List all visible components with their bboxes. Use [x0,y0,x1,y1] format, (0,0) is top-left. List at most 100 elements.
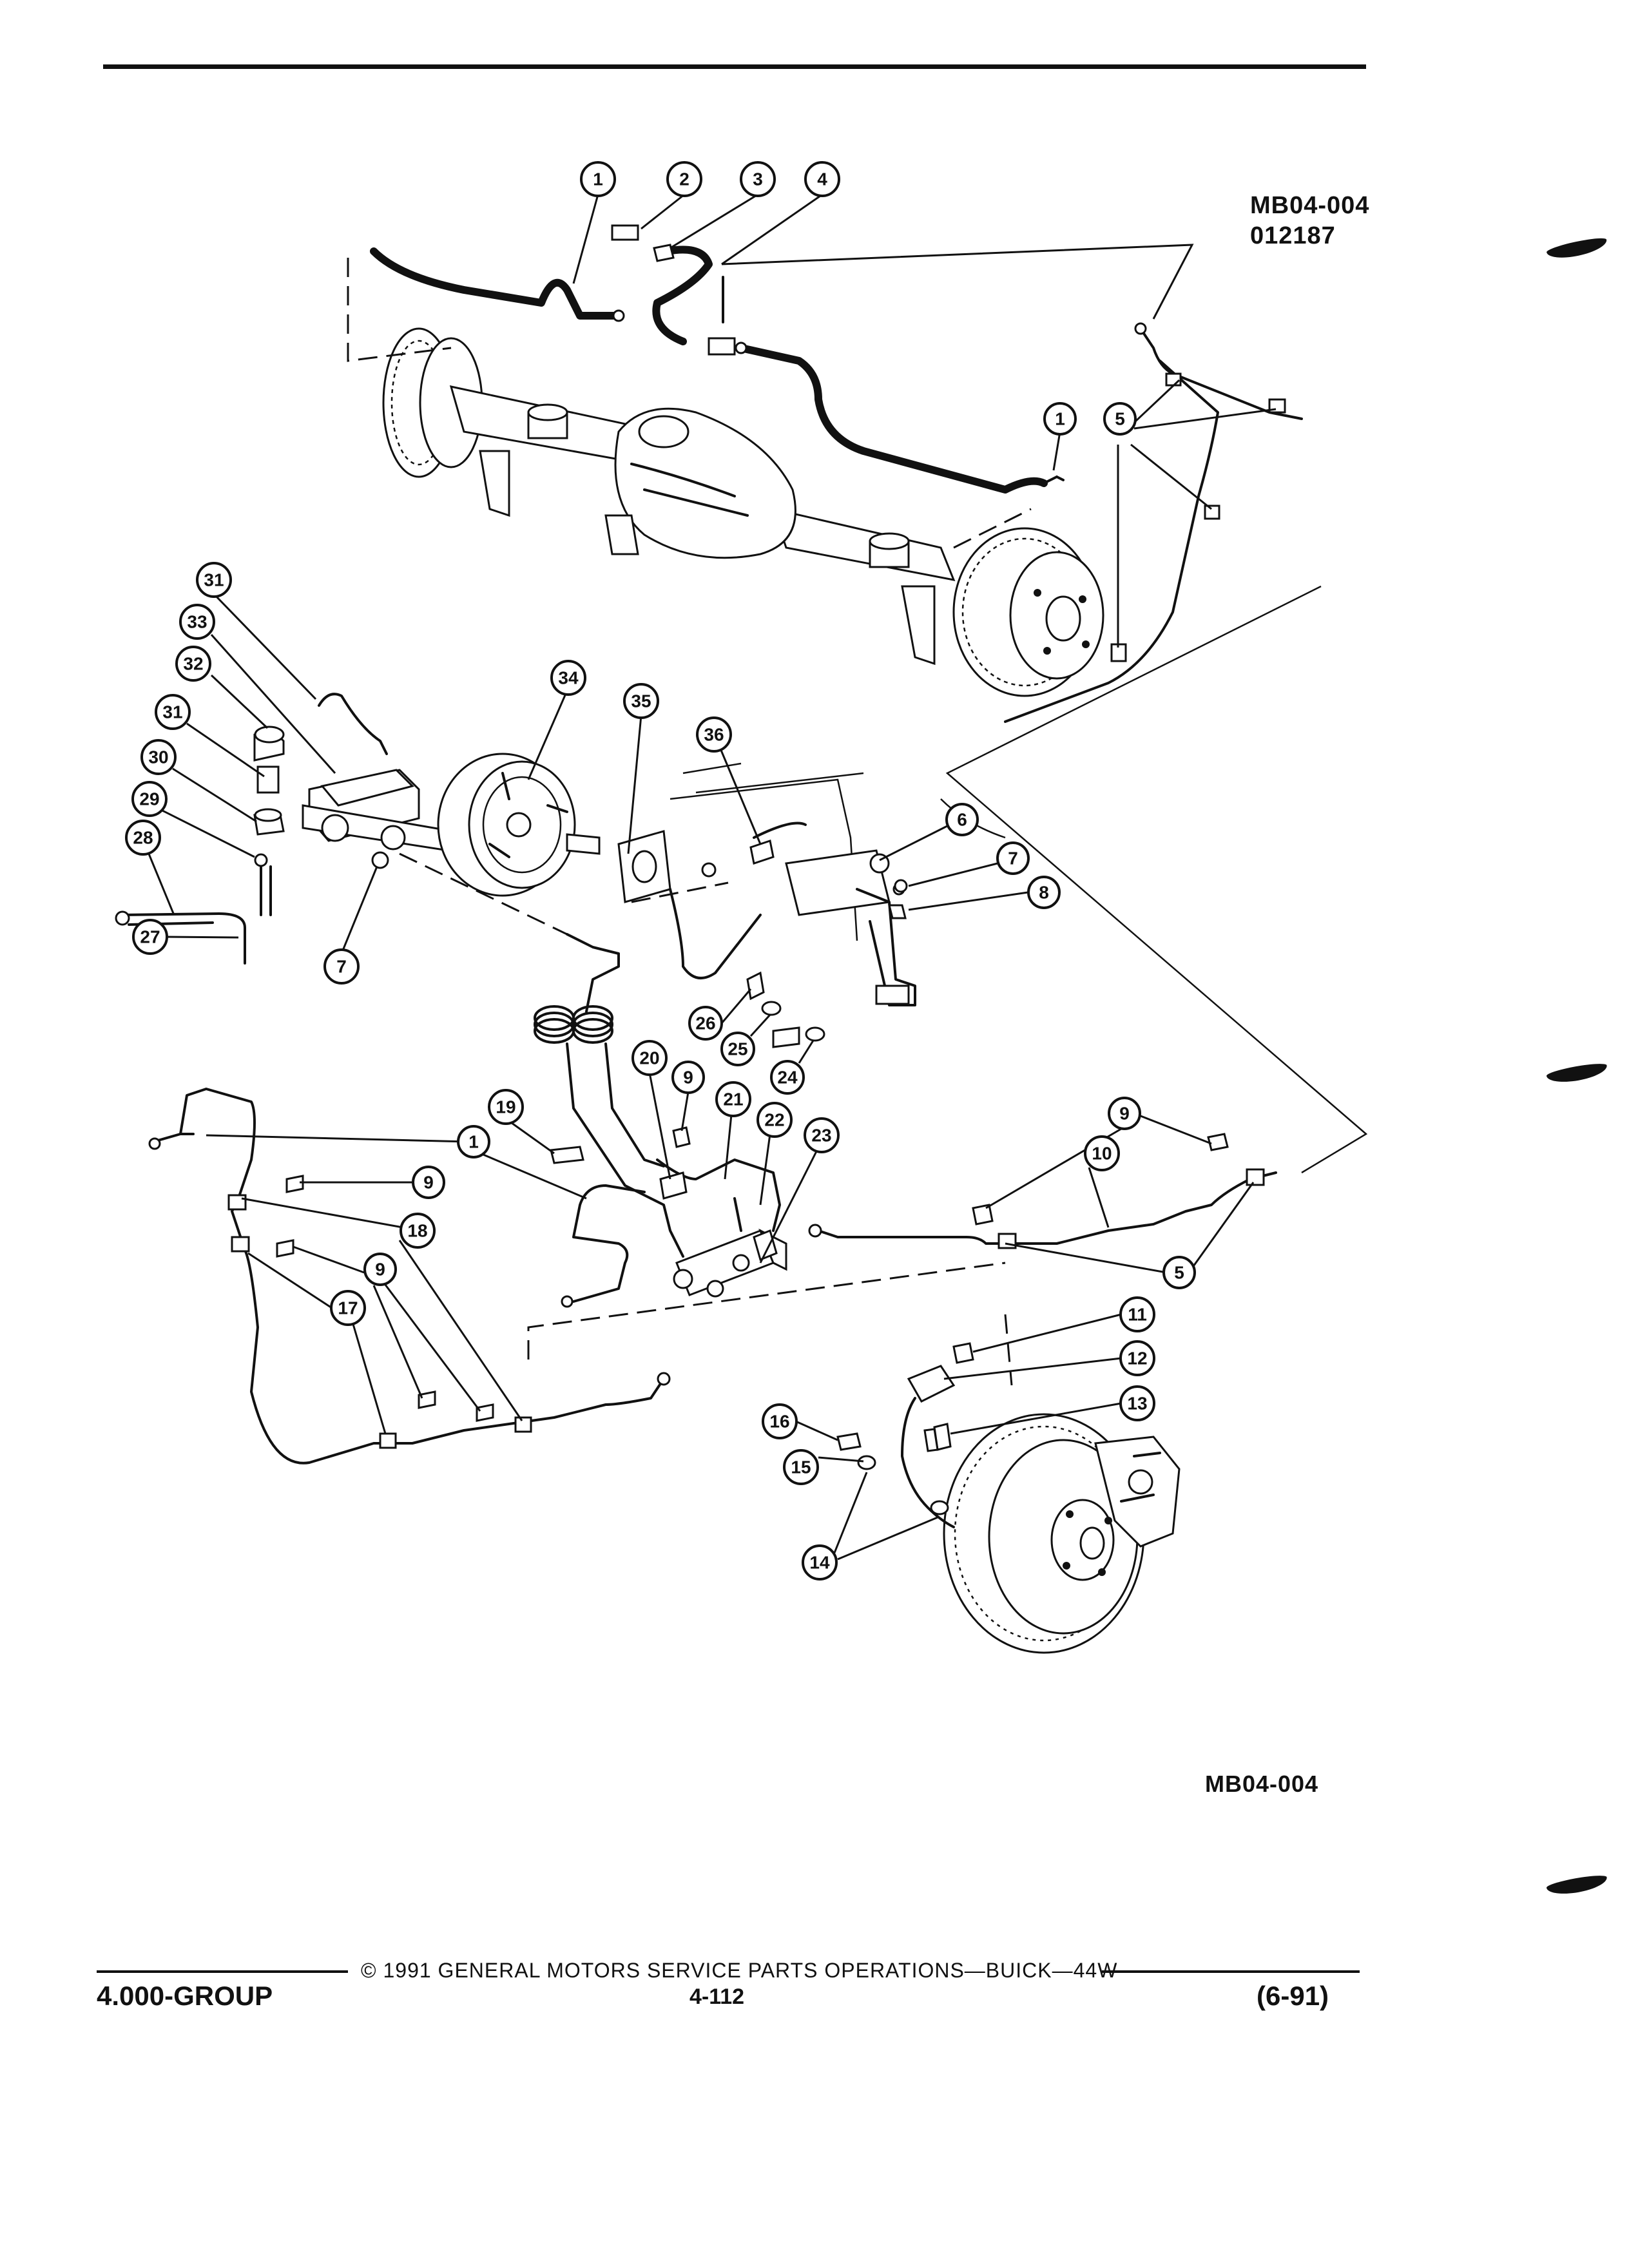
svg-text:6: 6 [957,810,967,830]
callout-7-right: 7 [996,841,1030,875]
front-disc-brake [836,1342,1181,1654]
callout-34: 34 [550,660,586,696]
footer-rule-left [97,1970,348,1973]
figure-code-bottom: MB04-004 [1205,1771,1319,1797]
svg-text:30: 30 [148,747,168,767]
figure-date-code: 012187 [1250,222,1336,249]
rear-brake-pipe [370,247,1065,494]
callout-14: 14 [802,1544,838,1581]
callout-26: 26 [688,1006,723,1041]
rear-axle-assembly [347,258,1104,697]
callout-4: 4 [804,161,840,197]
callout-32: 32 [175,646,211,682]
svg-text:8: 8 [1039,883,1049,903]
brake-booster-assembly [302,693,1006,1006]
callout-7-left: 7 [323,948,360,985]
figure-code: MB04-004 [1250,192,1370,219]
svg-text:14: 14 [809,1553,830,1573]
callout-9-lower-left: 9 [412,1166,445,1199]
callout-17: 17 [330,1290,366,1326]
callout-20: 20 [631,1040,668,1076]
callout-9-mid: 9 [363,1253,397,1286]
callout-19: 19 [488,1089,524,1125]
callout-3: 3 [740,161,776,197]
svg-text:20: 20 [639,1048,659,1068]
svg-text:31: 31 [204,570,224,590]
svg-text:7: 7 [336,957,347,977]
svg-text:24: 24 [777,1068,798,1088]
callout-35: 35 [623,683,659,719]
svg-text:4: 4 [817,169,827,189]
svg-text:16: 16 [769,1412,789,1432]
callout-13: 13 [1119,1385,1155,1421]
callout-1-top: 1 [580,161,616,197]
svg-text:7: 7 [1008,849,1018,869]
svg-text:35: 35 [631,691,651,711]
callout-30: 30 [140,739,177,775]
callout-28: 28 [125,820,161,856]
svg-text:13: 13 [1127,1394,1147,1414]
svg-text:25: 25 [728,1039,747,1059]
callout-16: 16 [762,1403,798,1439]
svg-text:10: 10 [1092,1144,1112,1164]
svg-text:11: 11 [1128,1305,1147,1325]
svg-text:32: 32 [183,654,203,674]
svg-text:28: 28 [133,828,153,848]
rear-brake-hose [611,224,736,356]
callout-29: 29 [131,781,168,817]
svg-text:27: 27 [140,927,160,947]
callout-25: 25 [720,1032,755,1066]
svg-text:9: 9 [375,1260,385,1280]
svg-text:21: 21 [723,1090,743,1110]
svg-text:5: 5 [1174,1263,1184,1283]
callout-8: 8 [1027,876,1061,909]
callout-12: 12 [1119,1340,1155,1376]
front-brake-lines [148,933,1277,1465]
callout-21: 21 [715,1081,751,1117]
svg-text:9: 9 [423,1173,434,1193]
callout-9-right: 9 [1108,1097,1141,1130]
svg-text:31: 31 [162,702,182,722]
footer-page-number: 4-112 [689,1984,745,2009]
callout-1-right: 1 [1043,402,1077,436]
callout-5-top: 5 [1103,402,1137,436]
callout-33: 33 [179,604,215,640]
callout-22: 22 [757,1102,793,1138]
svg-text:36: 36 [704,725,724,745]
callout-1-lower: 1 [457,1125,490,1158]
svg-text:22: 22 [764,1110,784,1130]
svg-text:29: 29 [139,789,159,809]
callout-5-lower: 5 [1162,1256,1196,1289]
svg-text:1: 1 [593,169,603,189]
pedal-pin-parts [746,971,825,1048]
callout-10: 10 [1084,1135,1120,1171]
callout-15: 15 [783,1449,819,1485]
svg-text:9: 9 [683,1068,693,1088]
svg-text:1: 1 [468,1132,479,1152]
svg-text:26: 26 [695,1014,715,1033]
callout-11: 11 [1119,1296,1155,1332]
svg-text:34: 34 [558,668,579,688]
svg-text:23: 23 [811,1126,831,1146]
callout-18: 18 [400,1213,436,1249]
callout-9-top: 9 [671,1061,705,1094]
svg-text:3: 3 [753,169,763,189]
svg-text:18: 18 [407,1221,427,1241]
svg-text:15: 15 [791,1457,811,1477]
callout-31-a: 31 [196,562,232,598]
footer-date: (6-91) [1257,1981,1329,2011]
footer-group: 4.000-GROUP [97,1981,273,2011]
callout-36: 36 [696,716,732,753]
footer-copyright: © 1991 GENERAL MOTORS SERVICE PARTS OPER… [361,1959,1118,1982]
svg-text:19: 19 [496,1097,516,1117]
svg-text:17: 17 [338,1298,358,1318]
vacuum-check-valve-stack [115,726,285,965]
callout-31-b: 31 [155,694,191,730]
callout-6: 6 [945,803,979,836]
svg-text:5: 5 [1115,409,1125,429]
svg-text:1: 1 [1055,409,1065,429]
callout-23: 23 [804,1117,840,1153]
callout-24: 24 [770,1060,805,1095]
callout-27: 27 [132,919,168,955]
